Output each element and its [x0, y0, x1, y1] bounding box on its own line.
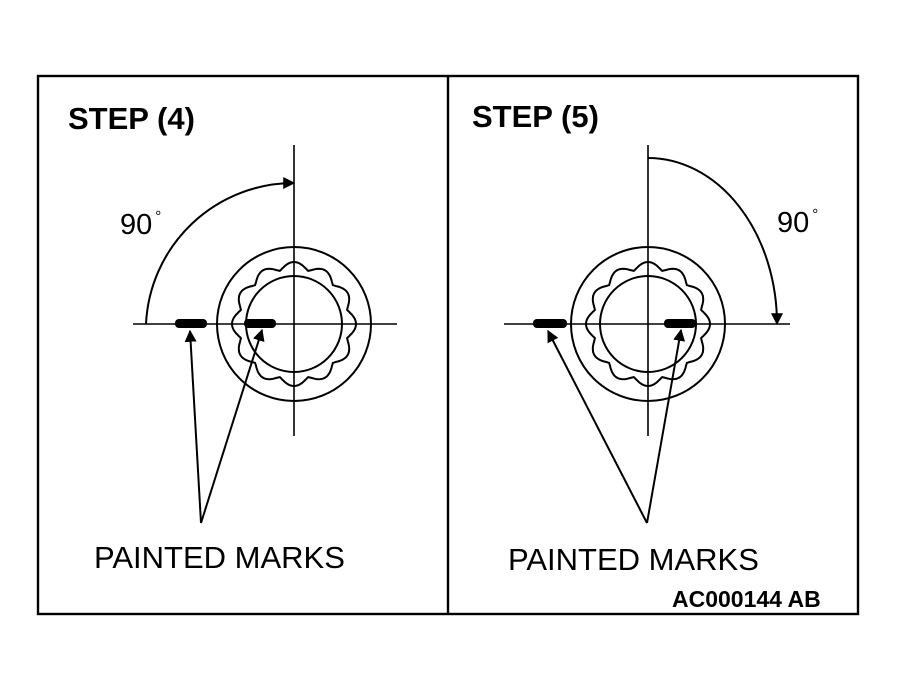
angle-label: 90°	[120, 208, 161, 241]
leader-arrow-washer-mark	[184, 329, 202, 524]
step-5-title: STEP (5)	[472, 99, 599, 134]
painted-mark-bolt	[664, 319, 696, 328]
leader-arrow-bolt-mark	[200, 328, 265, 524]
leader-arrow-washer-mark	[547, 329, 648, 524]
bolt-head-outline	[584, 260, 712, 388]
painted-mark-washer	[533, 319, 567, 328]
rotation-arc-arrow	[647, 157, 783, 326]
washer-outline	[570, 246, 726, 402]
figure-code: AC000144 AB	[672, 586, 821, 612]
angle-label: 90°	[777, 206, 818, 239]
painted-mark-washer	[175, 319, 207, 328]
washer-outline	[216, 246, 372, 402]
leader-arrow-bolt-mark	[646, 328, 686, 524]
painted-mark-bolt	[244, 319, 276, 328]
rotation-arc-arrow	[145, 176, 296, 325]
panel-step-4: STEP (4) 90° PAINTED MARKS	[68, 101, 397, 575]
painted-marks-label: PAINTED MARKS	[508, 542, 759, 577]
bolt-head-outline	[230, 260, 358, 388]
step-4-title: STEP (4)	[68, 101, 195, 136]
panel-step-5: STEP (5) 90° PAINTED MARKS	[472, 99, 818, 577]
painted-marks-label: PAINTED MARKS	[94, 540, 345, 575]
